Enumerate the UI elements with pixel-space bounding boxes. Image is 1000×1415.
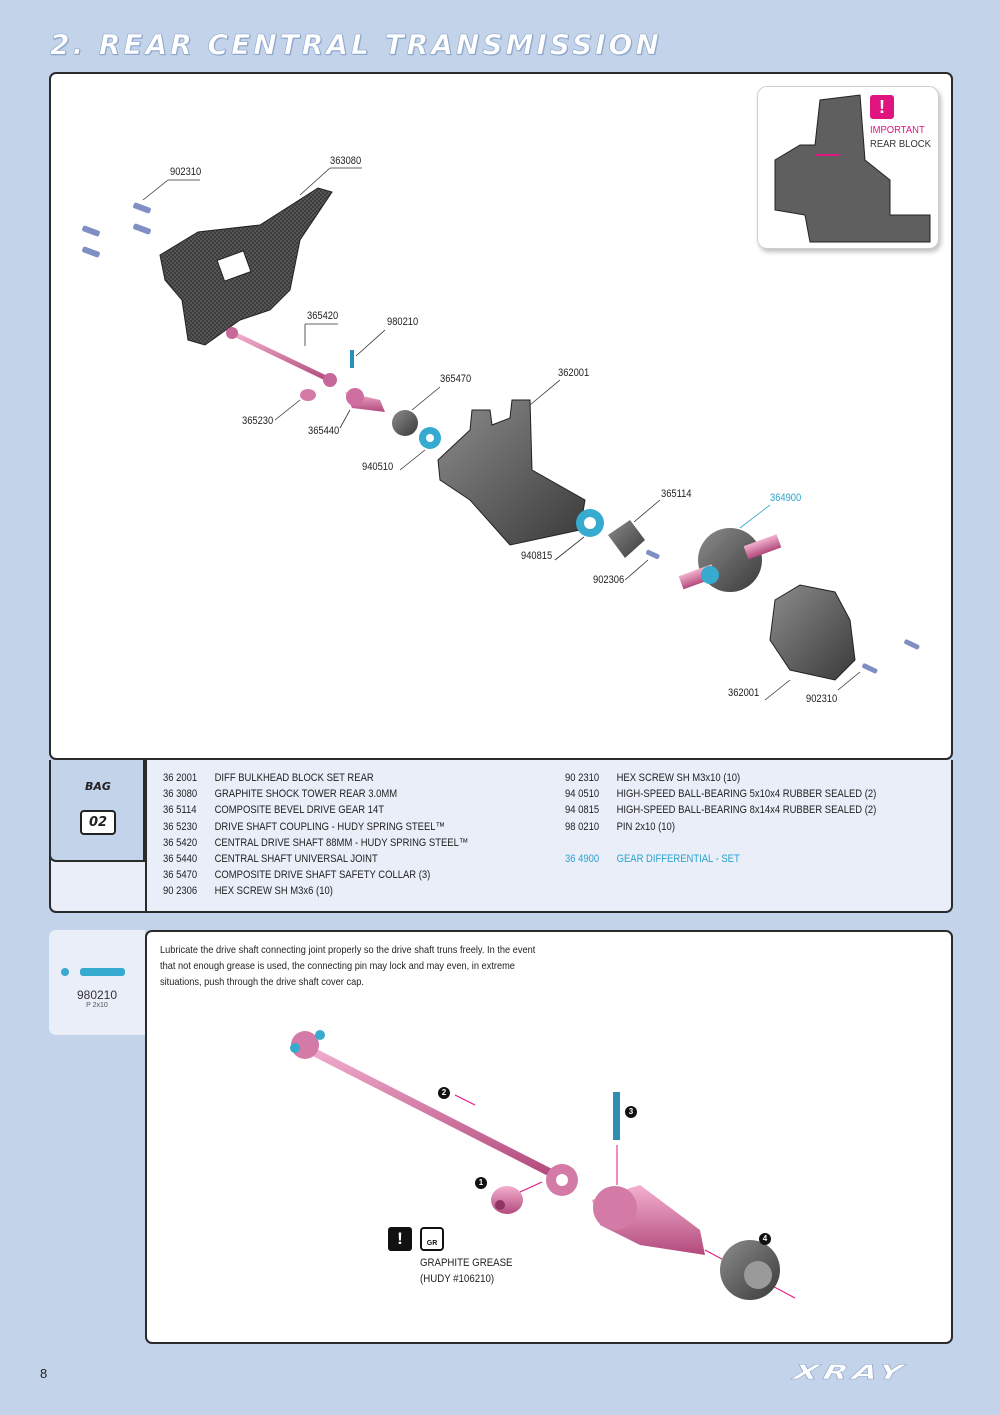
part-row: 36 5230 DRIVE SHAFT COUPLING - HUDY SPRIN… [163, 821, 445, 833]
important-warning-icon: ! [870, 95, 894, 119]
part-number: 94 0815 [565, 804, 600, 817]
important-subject: REAR BLOCK [870, 138, 931, 150]
part-description: HEX SCREW SH M3x10 (10) [616, 772, 741, 784]
page-title: 2. REAR CENTRAL TRANSMISSION [50, 28, 662, 62]
callout-902306: 902306 [593, 574, 625, 586]
bulkhead-block [437, 399, 586, 546]
part-row: 36 2001 DIFF BULKHEAD BLOCK SET REAR [163, 772, 374, 784]
part-number: 36 5114 [163, 804, 197, 817]
part-number: 36 5420 [163, 836, 198, 849]
grease-name: GRAPHITE GREASE [420, 1257, 513, 1269]
part-row: 36 3080 GRAPHITE SHOCK TOWER REAR 3.0MM [163, 788, 397, 800]
screw-group-left [82, 202, 151, 258]
part-number: 90 2306 [163, 885, 198, 898]
important-label: IMPORTANT [870, 124, 925, 136]
part-description: HIGH-SPEED BALL-BEARING 5x10x4 RUBBER SE… [616, 788, 877, 801]
callout-365420: 365420 [307, 310, 339, 322]
part-number: 94 0510 [565, 788, 600, 801]
part-number: 36 5440 [163, 853, 198, 865]
callout-362001-second: 362001 [728, 687, 760, 699]
callout-362001: 362001 [558, 367, 590, 379]
callout-364900: 364900 [770, 492, 802, 504]
part-row: 36 5470 COMPOSITE DRIVE SHAFT SAFETY COLL… [163, 869, 430, 881]
instruction-text: Lubricate the drive shaft connecting joi… [160, 944, 536, 988]
part-number: 36 3080 [163, 788, 198, 801]
callout-902310-second: 902310 [806, 693, 838, 705]
callout-980210: 980210 [387, 316, 419, 328]
grease-label: GRAPHITE GREASE (HUDY #106210) [420, 1255, 513, 1287]
part-description: CENTRAL DRIVE SHAFT 88MM - HUDY SPRING S… [214, 836, 469, 849]
callout-902310: 902310 [170, 166, 202, 178]
grease-icon: GR [420, 1227, 444, 1251]
callout-365114: 365114 [661, 488, 692, 500]
warning-icon: ! [388, 1227, 412, 1251]
pin-part-number: 980210 [76, 988, 118, 1002]
step-2-marker: 2 [438, 1087, 450, 1099]
grease-part-number: (HUDY #106210) [420, 1273, 495, 1285]
step-1-marker: 1 [475, 1177, 487, 1189]
callout-365230: 365230 [242, 415, 274, 427]
part-row: 36 5114 COMPOSITE BEVEL DRIVE GEAR 14T [163, 804, 384, 816]
bag-number: 02 [80, 810, 116, 835]
part-number: 36 2001 [163, 772, 198, 784]
part-description: DRIVE SHAFT COUPLING - HUDY SPRING STEEL… [214, 820, 446, 833]
pin-part-size: P 2x10 [86, 1002, 108, 1009]
callout-940815: 940815 [521, 550, 553, 562]
part-description: HEX SCREW SH M3x6 (10) [214, 885, 333, 898]
part-description: HIGH-SPEED BALL-BEARING 8x14x4 RUBBER SE… [616, 804, 877, 817]
bag-label: BAG [85, 780, 111, 793]
part-description: CENTRAL SHAFT UNIVERSAL JOINT [214, 853, 378, 865]
part-row: 90 2310 HEX SCREW SH M3x10 (10) [565, 772, 740, 784]
step-3-marker: 3 [625, 1106, 637, 1118]
part-row: 36 5440 CENTRAL SHAFT UNIVERSAL JOINT [163, 853, 378, 865]
part-row: 36 5420 CENTRAL DRIVE SHAFT 88MM - HUDY S… [163, 837, 468, 849]
pin-side-tab [49, 930, 145, 1035]
part-row-highlight: 36 4900 GEAR DIFFERENTIAL - SET [565, 853, 740, 865]
part-row: 94 0815 HIGH-SPEED BALL-BEARING 8x14x4 RU… [565, 804, 876, 816]
part-description: GEAR DIFFERENTIAL - SET [616, 853, 740, 865]
instruction-panel [145, 930, 953, 1344]
part-number: 98 0210 [565, 820, 600, 833]
part-row: 98 0210 PIN 2x10 (10) [565, 821, 675, 833]
callout-365470: 365470 [440, 373, 472, 385]
part-number: 36 4900 [565, 853, 600, 865]
callout-363080: 363080 [330, 155, 362, 167]
callout-940510: 940510 [362, 461, 394, 473]
part-row: 90 2306 HEX SCREW SH M3x6 (10) [163, 885, 333, 897]
bag-tab: BAG 02 [49, 760, 145, 862]
part-description: COMPOSITE BEVEL DRIVE GEAR 14T [214, 804, 385, 817]
parts-list-box [49, 760, 953, 913]
callout-365440: 365440 [308, 425, 340, 437]
part-row: 94 0510 HIGH-SPEED BALL-BEARING 5x10x4 RU… [565, 788, 876, 800]
part-number: 36 5230 [163, 820, 198, 833]
page-number: 8 [40, 1366, 48, 1381]
step-4-marker: 4 [759, 1233, 771, 1245]
part-description: DIFF BULKHEAD BLOCK SET REAR [214, 772, 374, 784]
part-description: GRAPHITE SHOCK TOWER REAR 3.0MM [214, 788, 398, 801]
important-inset [757, 86, 939, 249]
part-number: 36 5470 [163, 869, 198, 882]
parts-list [145, 760, 953, 913]
part-number: 90 2310 [565, 772, 600, 784]
part-description: COMPOSITE DRIVE SHAFT SAFETY COLLAR (3) [214, 869, 431, 882]
part-description: PIN 2x10 (10) [616, 820, 675, 833]
brand-logo: XRAY [791, 1360, 910, 1385]
